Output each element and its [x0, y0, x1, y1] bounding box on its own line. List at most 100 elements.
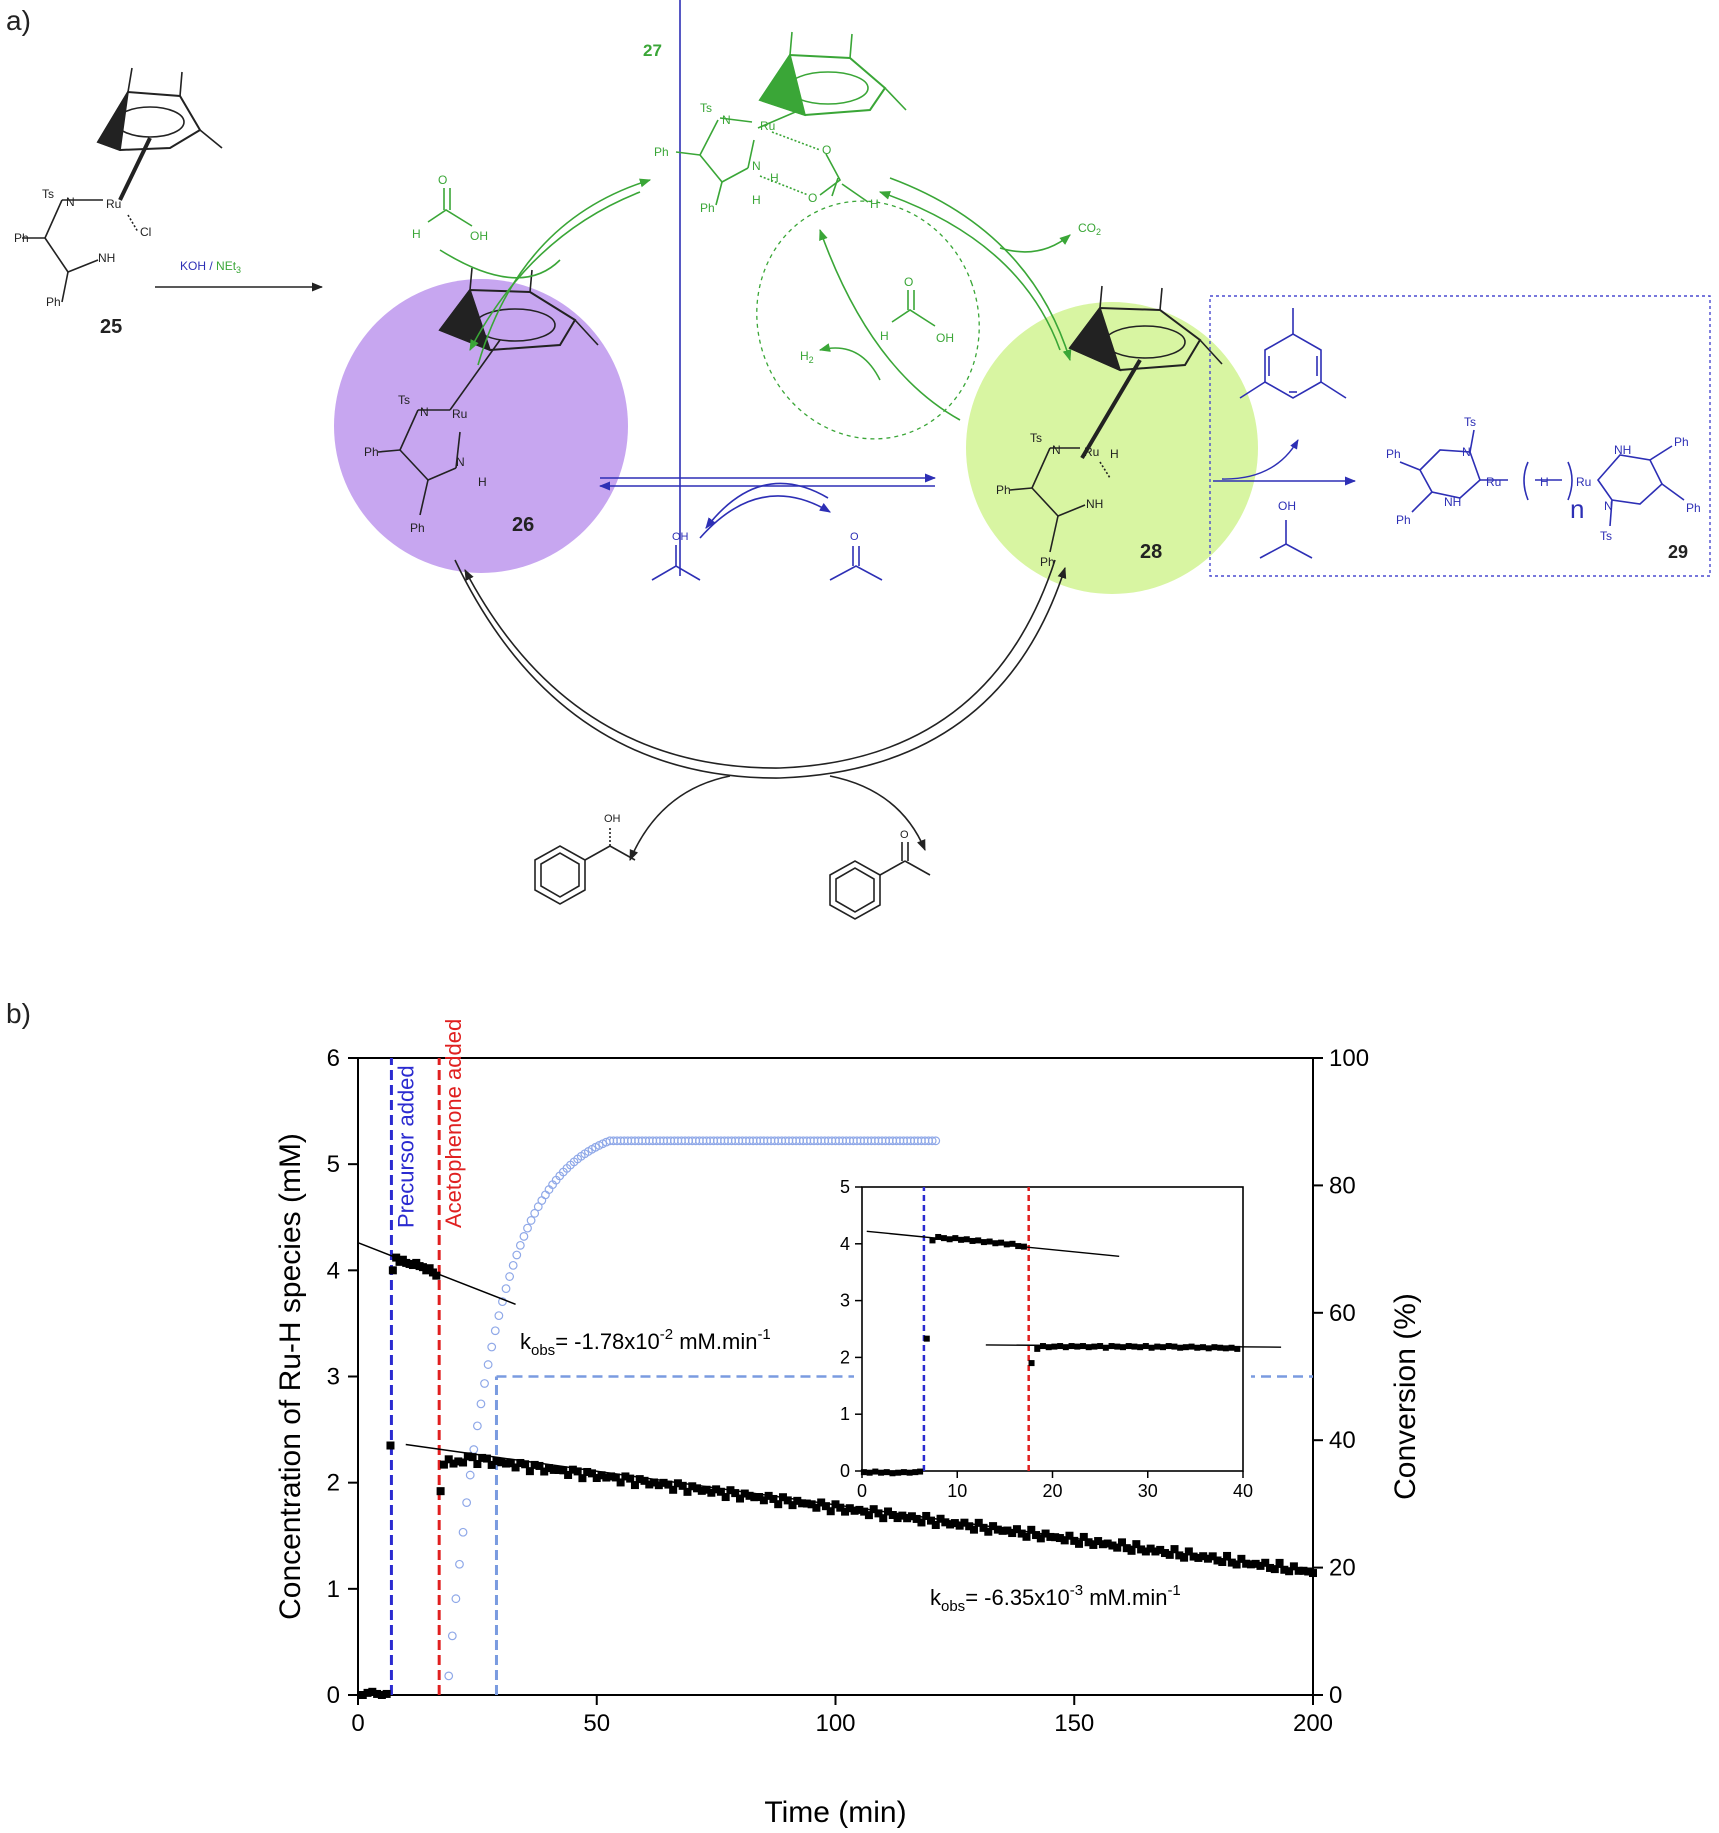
- x-axis-label: Time (min): [764, 1796, 906, 1829]
- inset-point: [872, 1468, 879, 1475]
- ru-h-point: [1079, 1532, 1088, 1541]
- inset-point: [1211, 1344, 1218, 1351]
- inset-point: [1137, 1344, 1144, 1351]
- ru-h-point: [554, 1465, 563, 1474]
- ru-h-point: [578, 1474, 587, 1483]
- ru-h-point: [559, 1466, 568, 1475]
- ru-h-point: [363, 1688, 372, 1697]
- compound-26-number: 26: [512, 514, 534, 536]
- ru-h-point: [568, 1465, 577, 1474]
- compound-28-structure: [1009, 285, 1223, 553]
- inset-point: [912, 1469, 919, 1476]
- ru-h-point: [1070, 1536, 1079, 1545]
- ru-h-point: [989, 1522, 998, 1531]
- y-tick-label: 0: [327, 1682, 340, 1709]
- ru-h-point: [912, 1514, 921, 1523]
- ru-h-point: [1266, 1563, 1275, 1572]
- ru-h-point: [898, 1511, 907, 1520]
- ru-h-point: [769, 1494, 778, 1503]
- inset-point: [860, 1469, 867, 1476]
- ru-h-point: [707, 1488, 716, 1497]
- ru-h-point: [1275, 1558, 1284, 1567]
- n-label: N: [1604, 499, 1613, 513]
- ru-h-point: [1285, 1567, 1294, 1576]
- inset-point: [998, 1239, 1005, 1246]
- ru-h-point: [607, 1472, 616, 1481]
- nh2-label: NH: [1086, 497, 1103, 511]
- inset-point: [1085, 1344, 1092, 1351]
- ru-h-point: [869, 1505, 878, 1514]
- ru-h-point: [487, 1460, 496, 1469]
- h-label: H: [412, 227, 421, 241]
- ru-h-point: [1141, 1547, 1150, 1556]
- ru-h-point: [1075, 1539, 1084, 1548]
- ru-h-point: [1113, 1543, 1122, 1552]
- inset-x-tick-label: 30: [1138, 1481, 1158, 1501]
- inset-point: [1051, 1343, 1058, 1350]
- ru-h-point: [917, 1518, 926, 1527]
- ru-h-point: [516, 1458, 525, 1467]
- ru-label: Ru: [1084, 445, 1099, 459]
- formic-acid-labels: H O OH H O OH CO2 H2 Ts N Ru N H H O O H…: [412, 101, 1101, 365]
- compound-25-number: 25: [100, 316, 122, 338]
- ru-label: Ru: [1486, 475, 1501, 489]
- ph-label: Ph: [1686, 501, 1701, 515]
- inset-point: [1142, 1343, 1149, 1350]
- ru-h-point: [864, 1511, 873, 1520]
- compound-29-labels: OH Ph Ph Ts N NH Ru H Ru NH N Ph Ph Ts: [1278, 415, 1701, 543]
- nh2-label: NH: [1444, 495, 1461, 509]
- inset-point: [1091, 1343, 1098, 1350]
- ru-h-point: [1012, 1525, 1021, 1534]
- ts-label: Ts: [700, 101, 712, 115]
- inset-point: [1131, 1343, 1138, 1350]
- inset-point: [1154, 1343, 1161, 1350]
- x-tick-label: 200: [1293, 1710, 1333, 1737]
- y-tick-label: 3: [327, 1364, 340, 1391]
- ru-h-point: [941, 1518, 950, 1527]
- y-tick-label: 6: [327, 1045, 340, 1072]
- inset-background: [854, 1179, 1251, 1479]
- ru-h-point: [564, 1470, 573, 1479]
- ru-h-point: [893, 1514, 902, 1523]
- ru-h-point: [1270, 1565, 1279, 1574]
- ru-h-point: [388, 1266, 397, 1275]
- inset-point: [935, 1233, 942, 1240]
- ru-h-point: [511, 1463, 520, 1472]
- ru-h-point: [654, 1481, 663, 1490]
- inset-point: [969, 1237, 976, 1244]
- inset-point: [1108, 1343, 1115, 1350]
- ru-h-point: [587, 1469, 596, 1478]
- ru-h-point: [1108, 1541, 1117, 1550]
- ru-h-point: [482, 1454, 491, 1463]
- inset-point: [1009, 1240, 1016, 1247]
- ru-h-point: [1046, 1532, 1055, 1541]
- inset-point: [923, 1335, 930, 1342]
- ru-h-point: [540, 1467, 549, 1476]
- ru-h-point: [931, 1520, 940, 1529]
- oh-label: OH: [1278, 499, 1296, 513]
- ru-h-point: [841, 1507, 850, 1516]
- conversion-point: [931, 1136, 941, 1146]
- compound-28-labels: Ts N Ru H NH Ph Ph: [996, 431, 1119, 569]
- ru-h-point: [1036, 1534, 1045, 1543]
- ru-h-point: [793, 1496, 802, 1505]
- ru-h-point: [1280, 1565, 1289, 1574]
- conversion-point: [501, 1284, 511, 1294]
- rate-constant-label: kobs= -1.78x10-2 mM.min-1: [520, 1326, 771, 1359]
- y-tick-label: 2: [327, 1470, 340, 1497]
- ru-h-point: [1189, 1552, 1198, 1561]
- o-label: O: [808, 191, 817, 205]
- ru-h-point: [1165, 1550, 1174, 1559]
- conversion-point: [927, 1136, 937, 1146]
- ru-h-point: [1151, 1547, 1160, 1556]
- ru-h-point: [1309, 1569, 1317, 1578]
- compound-25-labels: Ts N Ru Cl NH Ph Ph: [14, 187, 151, 309]
- ru-h-point: [969, 1525, 978, 1534]
- h-label: H: [1110, 447, 1119, 461]
- inset-point: [889, 1470, 896, 1477]
- ru-h-point: [1218, 1558, 1227, 1567]
- ru-h-point: [946, 1520, 955, 1529]
- conversion-point: [476, 1399, 486, 1409]
- scheme: Ts N Ru Cl NH Ph Ph 25 KOH / NEt3: [14, 0, 1711, 920]
- ru-h-point: [1065, 1531, 1074, 1540]
